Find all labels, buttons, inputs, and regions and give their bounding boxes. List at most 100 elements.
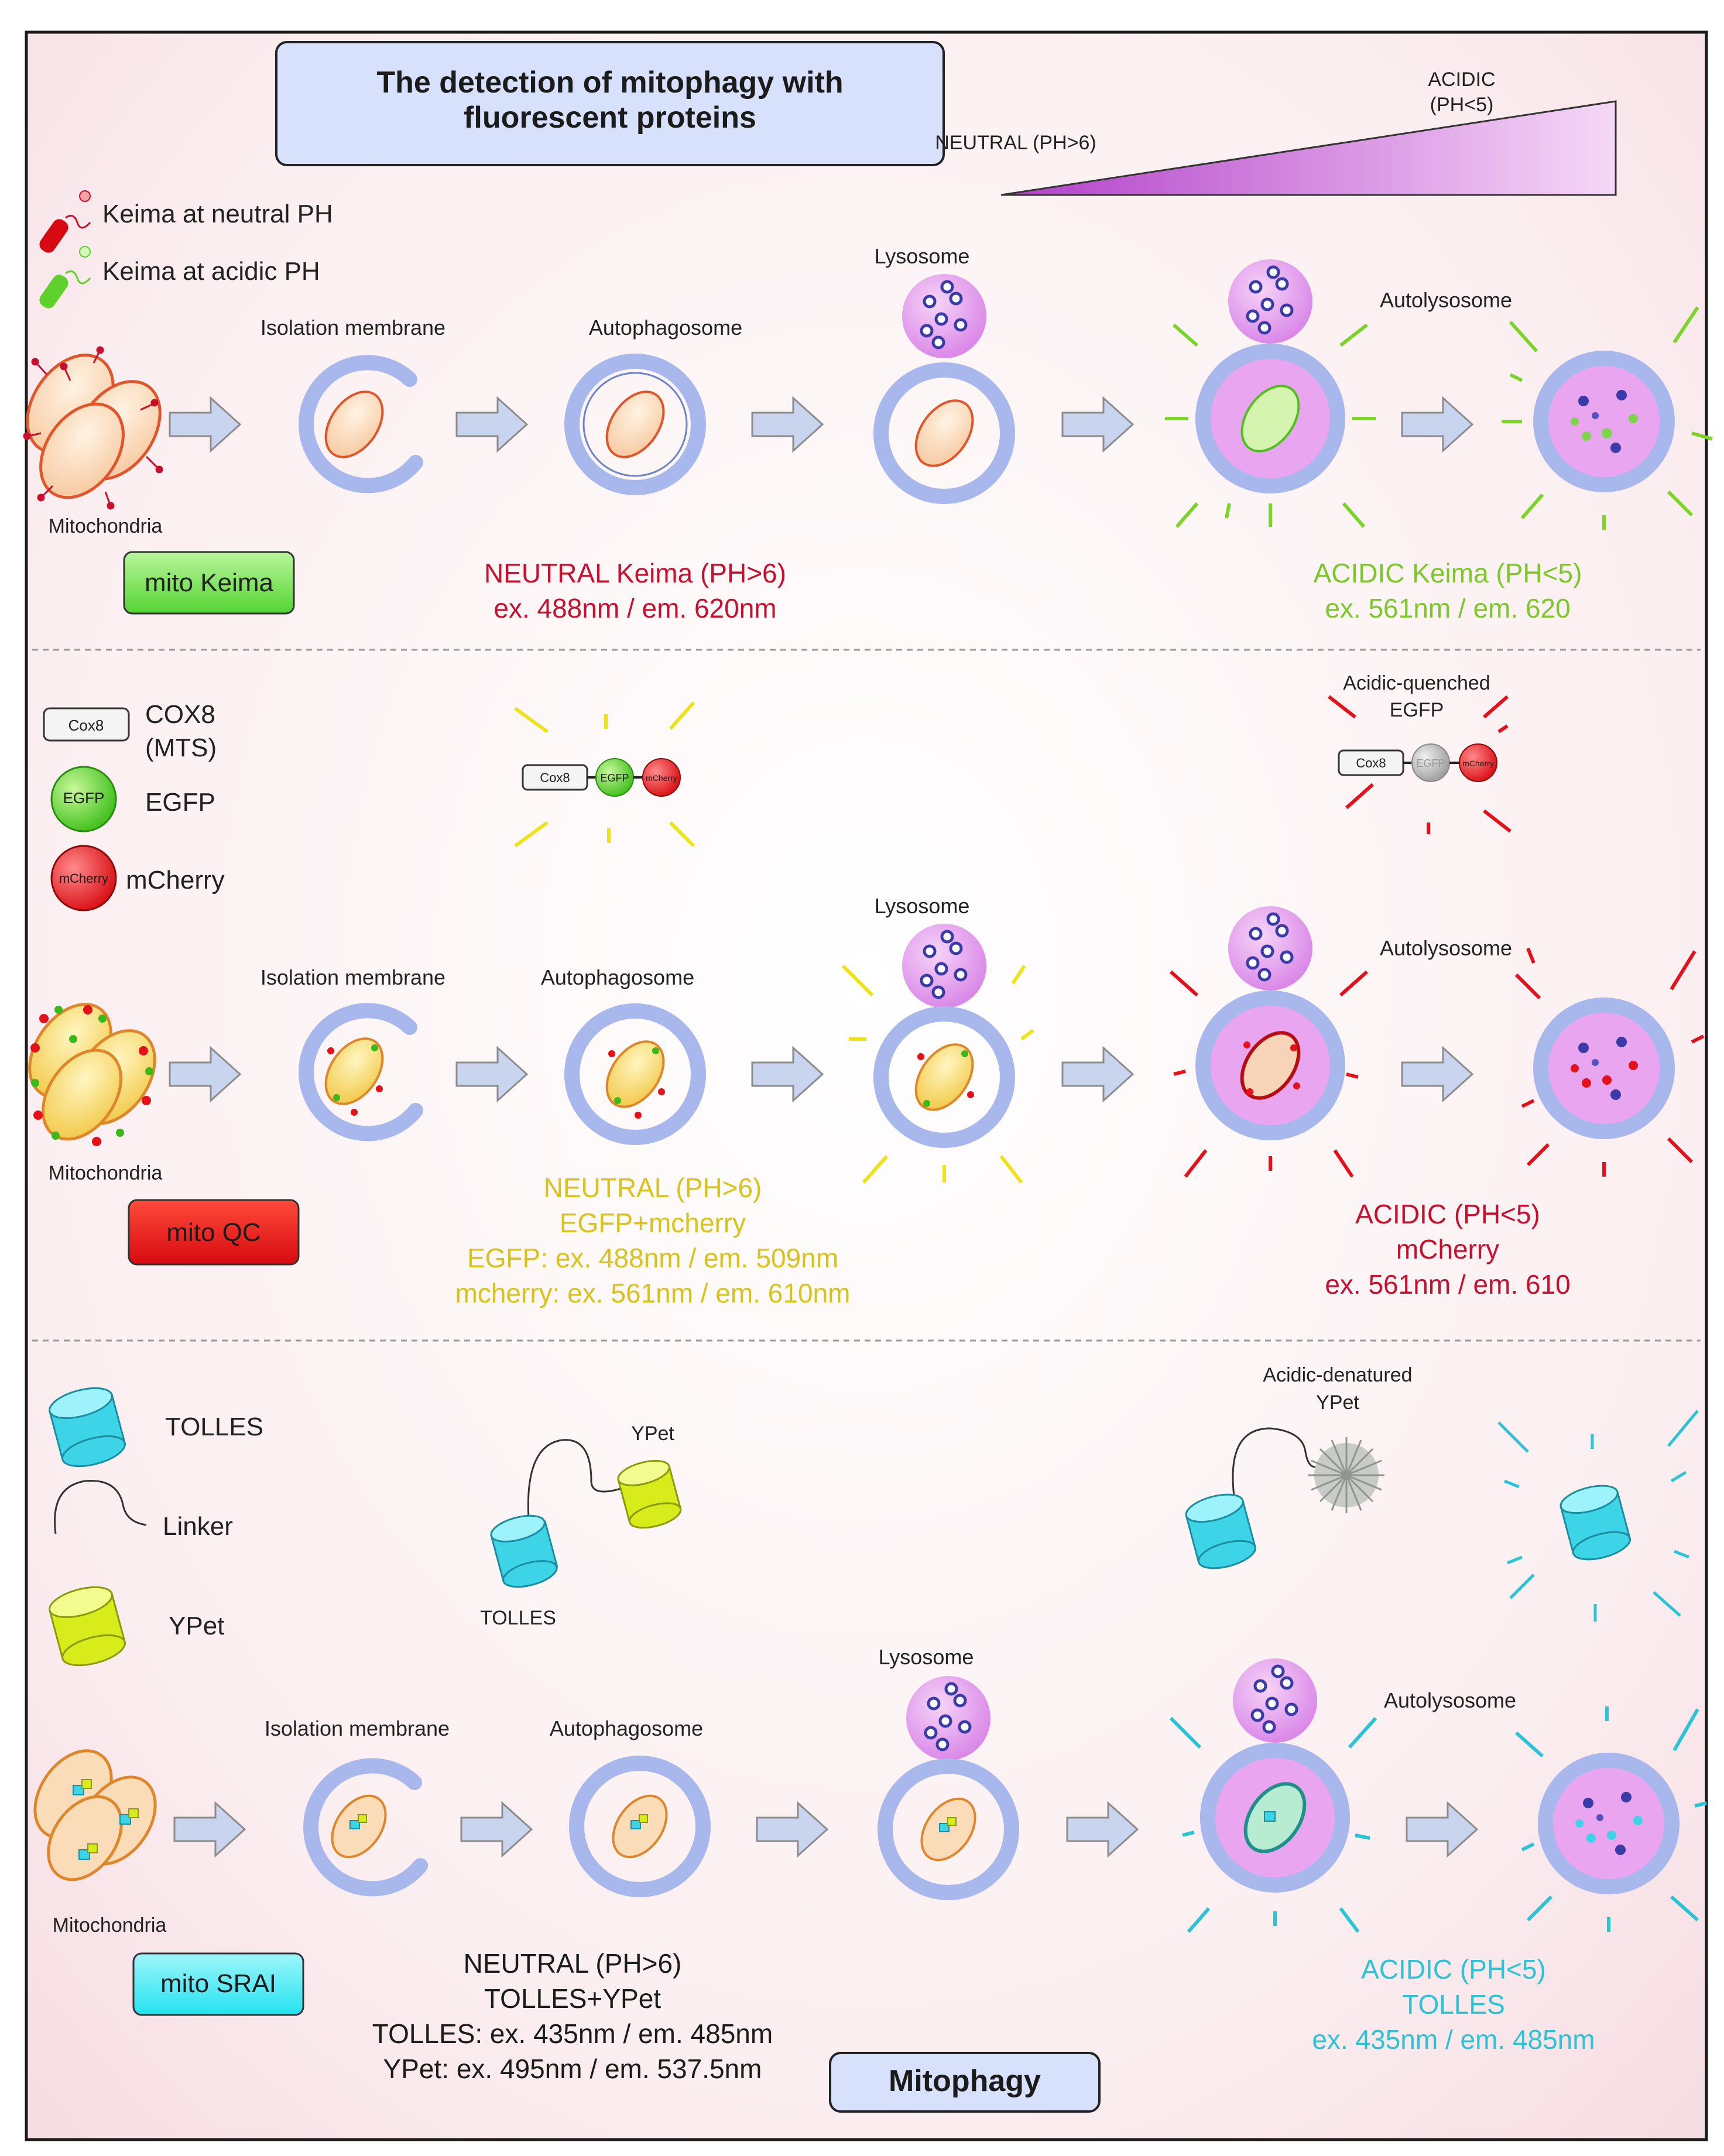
lysosome-granule: [949, 941, 963, 955]
lysosome-granule: [1280, 950, 1294, 964]
digested-fragments-3: [1575, 1792, 1643, 1855]
stage-label-autophagosome-2: Autophagosome: [541, 965, 694, 989]
cox8-icon: [43, 707, 130, 742]
lysosome-granule: [923, 944, 937, 958]
red-glow-rays-3: [1514, 947, 1705, 1177]
stage-label-lysosome-3: Lysosome: [879, 1645, 974, 1669]
panel-mito-srai: TOLLES Linker YPet YPet TOLLES Acidic-de…: [33, 1364, 1707, 2113]
srai-acidic-caption-1: ACIDIC (PH<5): [1361, 1954, 1546, 1984]
svg-text:mCherry: mCherry: [646, 773, 677, 783]
srai-neutral-caption-4: YPet: ex. 495nm / em. 537.5nm: [383, 2054, 762, 2084]
svg-text:Cox8: Cox8: [1356, 756, 1386, 770]
srai-acidic-caption-3: ex. 435nm / em. 485nm: [1312, 2024, 1595, 2055]
lysosome-granule: [954, 318, 968, 332]
yellow-glow-rays-2: [841, 964, 1034, 1184]
mitophagy-footer-label: Mitophagy: [889, 2064, 1041, 2098]
qc-neutral-caption-2: EGFP+mcherry: [560, 1208, 746, 1238]
tolles-construct-barrel: [490, 1514, 558, 1588]
lysosome-granule: [931, 985, 945, 999]
keima-neutral-caption-2: ex. 488nm / em. 620nm: [493, 593, 776, 623]
stage-label-autolysosome-2: Autolysosome: [1380, 936, 1512, 960]
stage-label-mitochondria-1: Mitochondria: [49, 515, 163, 537]
stage-label-lysosome-1: Lysosome: [875, 244, 970, 268]
qc-acidic-caption-3: ex. 561nm / em. 610: [1325, 1269, 1570, 1300]
stage-label-autophagosome-1: Autophagosome: [589, 316, 742, 340]
digested-fragments-1: [1571, 390, 1638, 453]
mito-srai-badge-label: mito SRAI: [160, 1969, 276, 1998]
tolles-icon: [49, 1387, 126, 1468]
lysosome-granules: [920, 265, 1298, 1751]
lysosome-granule: [920, 324, 934, 338]
flow-arrow-1d: [1061, 396, 1135, 453]
green-glow-rays-2: [1502, 306, 1713, 530]
lysosome-granule: [954, 968, 968, 982]
lysosome-granule: [920, 974, 934, 988]
yellow-glow-rays-1: [514, 701, 695, 848]
svg-text:mCherry: mCherry: [1462, 759, 1494, 768]
svg-text:EGFP: EGFP: [1416, 757, 1445, 769]
qc-construct-acidic: Cox8 EGFP mCherry: [1338, 743, 1497, 782]
egfp-icon-label: EGFP: [63, 789, 105, 807]
mcherry-icon-label: mCherry: [59, 871, 108, 886]
lysosome-granule: [1250, 1708, 1264, 1722]
tolles-construct-label: TOLLES: [480, 1607, 556, 1629]
flow-arrow-2c: [751, 1046, 824, 1103]
panel-mito-qc: Cox8 COX8 (MTS) EGFP EGFP mCherry mCherr…: [28, 672, 1705, 1308]
lysosome-granule: [1280, 1676, 1294, 1690]
srai-acidic-caption-2: TOLLES: [1402, 1989, 1505, 2020]
tolles-glow-barrel: [1560, 1485, 1632, 1561]
autophagosome-fusing-1: [873, 362, 1015, 504]
ypet-icon: [49, 1586, 126, 1667]
cyan-glow-rays-2: [1169, 1716, 1377, 1933]
linker-legend: Linker: [163, 1512, 233, 1541]
lysosome-granule: [1266, 912, 1280, 926]
flow-arrow-3d: [1066, 1801, 1139, 1858]
stage-label-isolation-3: Isolation membrane: [265, 1716, 450, 1740]
red-glow-rays-1: [1328, 695, 1512, 834]
autophagosome-3: [569, 1756, 711, 1897]
lysosome-granule: [1257, 321, 1271, 335]
lysosome-granule: [1260, 297, 1274, 311]
mitophagy-footer-box: [829, 2052, 1101, 2113]
lysosome-granule: [1246, 956, 1260, 970]
lysosome-granule: [953, 1694, 967, 1708]
ypet-legend: YPet: [169, 1612, 224, 1640]
mito-qc-badge: [128, 1199, 300, 1266]
flow-arrow-1e: [1401, 396, 1474, 453]
stage-label-isolation-2: Isolation membrane: [261, 965, 445, 989]
keima-neutral-icon: [39, 190, 91, 253]
quenched-label-1: Acidic-quenched: [1343, 672, 1490, 694]
denatured-ypet: [1308, 1437, 1384, 1513]
digested-fragments-2: [1571, 1037, 1638, 1100]
autolysosome-2: [1533, 998, 1675, 1139]
svg-text:EGFP: EGFP: [600, 772, 629, 784]
autolysosome-3: [1538, 1753, 1680, 1894]
lysosome-granule: [1249, 280, 1263, 294]
lysosome-granule: [923, 294, 937, 309]
cyan-glow-rays-3: [1515, 1706, 1707, 1932]
flow-arrow-1b: [455, 396, 529, 453]
keima-neutral-legend: Keima at neutral PH: [102, 200, 333, 228]
autolysosome-1: [1533, 351, 1675, 492]
qc-neutral-caption-1: NEUTRAL (PH>6): [544, 1173, 762, 1203]
mitochondria-cluster-3: [33, 1749, 157, 1881]
tolles-acidic-barrel: [1185, 1493, 1257, 1569]
lysosome-granule: [940, 280, 954, 294]
lysosome-granule: [927, 1696, 941, 1711]
lysosome-granule: [1271, 1664, 1285, 1678]
cyan-glow-rays-1: [1497, 1410, 1699, 1622]
autophagosome-fusing-3: [878, 1759, 1019, 1900]
panel-keima: Keima at neutral PH Keima at acidic PH: [23, 190, 1713, 623]
ypet-construct-label: YPet: [631, 1423, 674, 1445]
stage-label-autolysosome-1: Autolysosome: [1380, 288, 1512, 312]
isolation-membrane-2: [299, 1003, 423, 1142]
stage-label-isolation-1: Isolation membrane: [261, 316, 445, 340]
stage-label-autophagosome-3: Autophagosome: [550, 1716, 703, 1740]
qc-acidic-caption-2: mCherry: [1396, 1234, 1499, 1264]
flow-arrow-3a: [173, 1801, 246, 1858]
flow-arrow-1c: [751, 396, 824, 453]
flow-arrow-3c: [756, 1801, 829, 1858]
lysosome-granule: [1260, 944, 1274, 958]
